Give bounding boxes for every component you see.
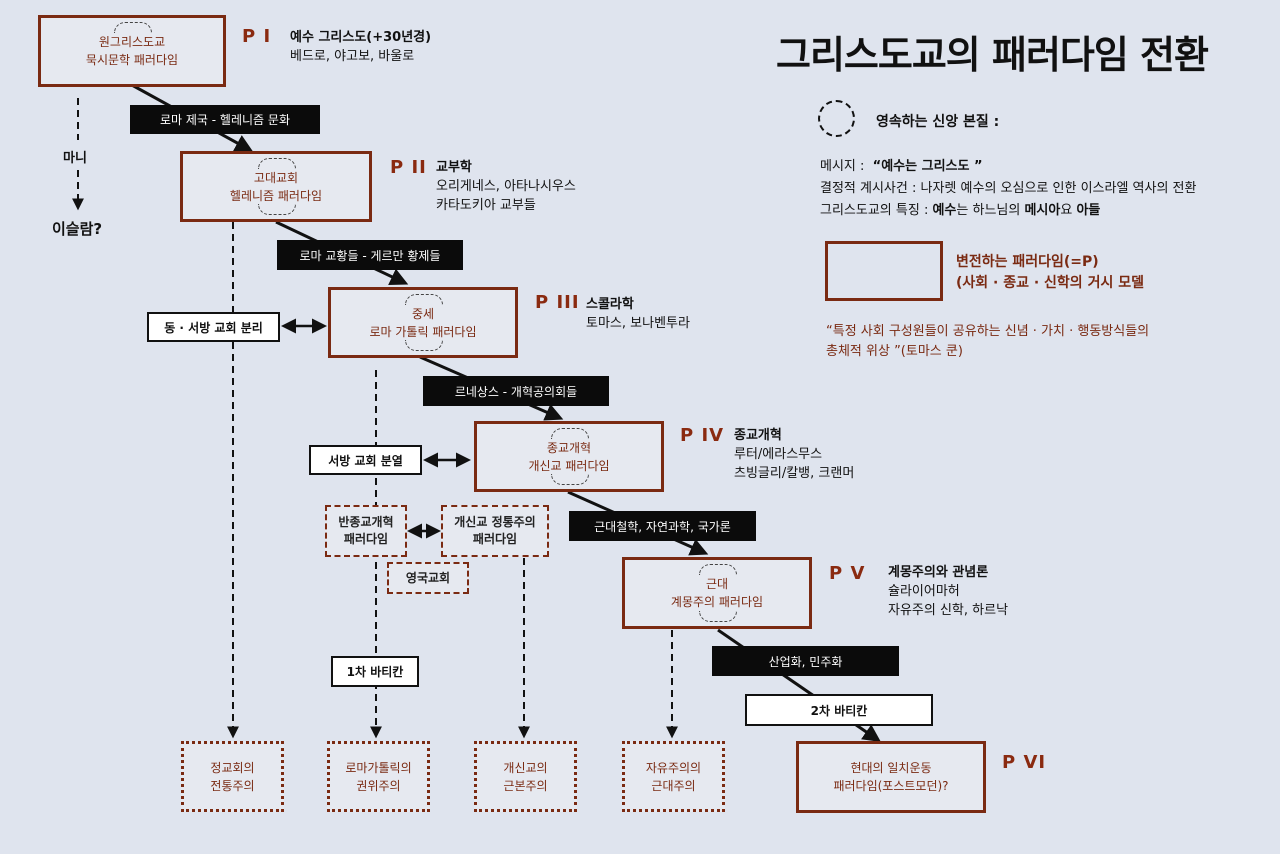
dashed-arc-icon	[258, 204, 296, 215]
vatican-1-box: 1차 바티칸	[331, 656, 419, 687]
paradigm-legend-text: 변전하는 패러다임(=P)(사회 · 종교 · 신학의 거시 모델	[956, 254, 1144, 291]
legend-event: 결정적 계시사건 : 나자렛 예수의 오심으로 인한 이스라엘 역사의 전환	[820, 181, 1197, 196]
paradigm-label-p2: P II	[390, 157, 427, 178]
east-west-split-box: 동 · 서방 교회 분리	[147, 312, 280, 342]
dashed-arc-icon	[699, 564, 737, 575]
dashed-arc-icon	[405, 340, 443, 351]
paradigm-label-p1: P I	[242, 26, 272, 47]
paradigm-name: 고대교회	[253, 170, 299, 185]
paradigm-box-p4: 종교개혁 개신교 패러다임	[474, 421, 664, 492]
transition-box-3: 르네상스 - 개혁공의회들	[423, 376, 609, 406]
dashed-arc-icon	[551, 428, 589, 439]
paradigm-label-p5: P V	[829, 563, 866, 584]
page-title: 그리스도교의 패러다임 전환	[776, 33, 1209, 77]
paradigm-type: 헬레니즘 패러다임	[229, 188, 323, 203]
legend-message: 메시지 : “예수는 그리스도 ”	[820, 159, 983, 174]
dashed-arc-icon	[258, 158, 296, 169]
mani-label: 마니	[63, 151, 87, 166]
paradigm-box-p2: 고대교회 헬레니즘 패러다임	[180, 151, 372, 222]
vatican-2-box: 2차 바티칸	[745, 694, 933, 726]
paradigm-legend-box	[825, 241, 943, 301]
dashed-arc-icon	[551, 474, 589, 485]
anglican-church-box: 영국교회	[387, 562, 469, 594]
paradigm-name: 원그리스도교	[98, 35, 166, 49]
paradigm-type: 개신교 패러다임	[528, 458, 610, 473]
paradigm-type: 묵시문학 패러다임	[85, 53, 179, 67]
transition-box-2: 로마 교황들 - 게르만 황제들	[277, 240, 463, 270]
paradigm-box-p5: 근대 계몽주의 패러다임	[622, 557, 812, 629]
transition-box-5: 산업화, 민주화	[712, 646, 899, 676]
paradigm-desc-p1: 예수 그리스도(+30년경)베드로, 야고보, 바울로	[290, 30, 432, 64]
legend-feature: 그리스도교의 특징 : 예수는 하느님의 메시아요 아들	[820, 203, 1101, 218]
paradigm-box-p6: 현대의 일치운동 패러다임(포스트모던)?	[796, 741, 986, 813]
paradigm-name: 종교개혁	[546, 440, 592, 455]
paradigm-name: 현대의 일치운동	[850, 761, 932, 775]
islam-label: 이슬람?	[52, 220, 103, 238]
paradigm-name: 중세	[411, 306, 435, 321]
paradigm-box-p1: 원그리스도교 묵시문학 패러다임	[38, 15, 226, 87]
paradigm-name: 근대	[705, 577, 729, 591]
paradigm-label-p3: P III	[535, 292, 580, 313]
dashed-arc-icon	[114, 22, 152, 33]
western-schism-box: 서방 교회 분열	[309, 445, 422, 475]
dashed-arc-icon	[699, 611, 737, 622]
paradigm-type: 로마 가톨릭 패러다임	[369, 324, 477, 339]
paradigm-label-p4: P IV	[680, 425, 725, 446]
paradigm-box-p3: 중세 로마 가톨릭 패러다임	[328, 287, 518, 358]
paradigm-label-p6: P VI	[1002, 752, 1047, 773]
dashed-arc-icon	[405, 294, 443, 305]
transition-box-4: 근대철학, 자연과학, 국가론	[569, 511, 756, 541]
paradigm-type: 계몽주의 패러다임	[670, 595, 764, 609]
paradigm-type: 패러다임(포스트모던)?	[833, 779, 949, 793]
essence-circle-icon	[818, 100, 855, 137]
transition-box-1: 로마 제국 - 헬레니즘 문화	[130, 105, 320, 134]
essence-title: 영속하는 신앙 본질 :	[876, 114, 1000, 130]
